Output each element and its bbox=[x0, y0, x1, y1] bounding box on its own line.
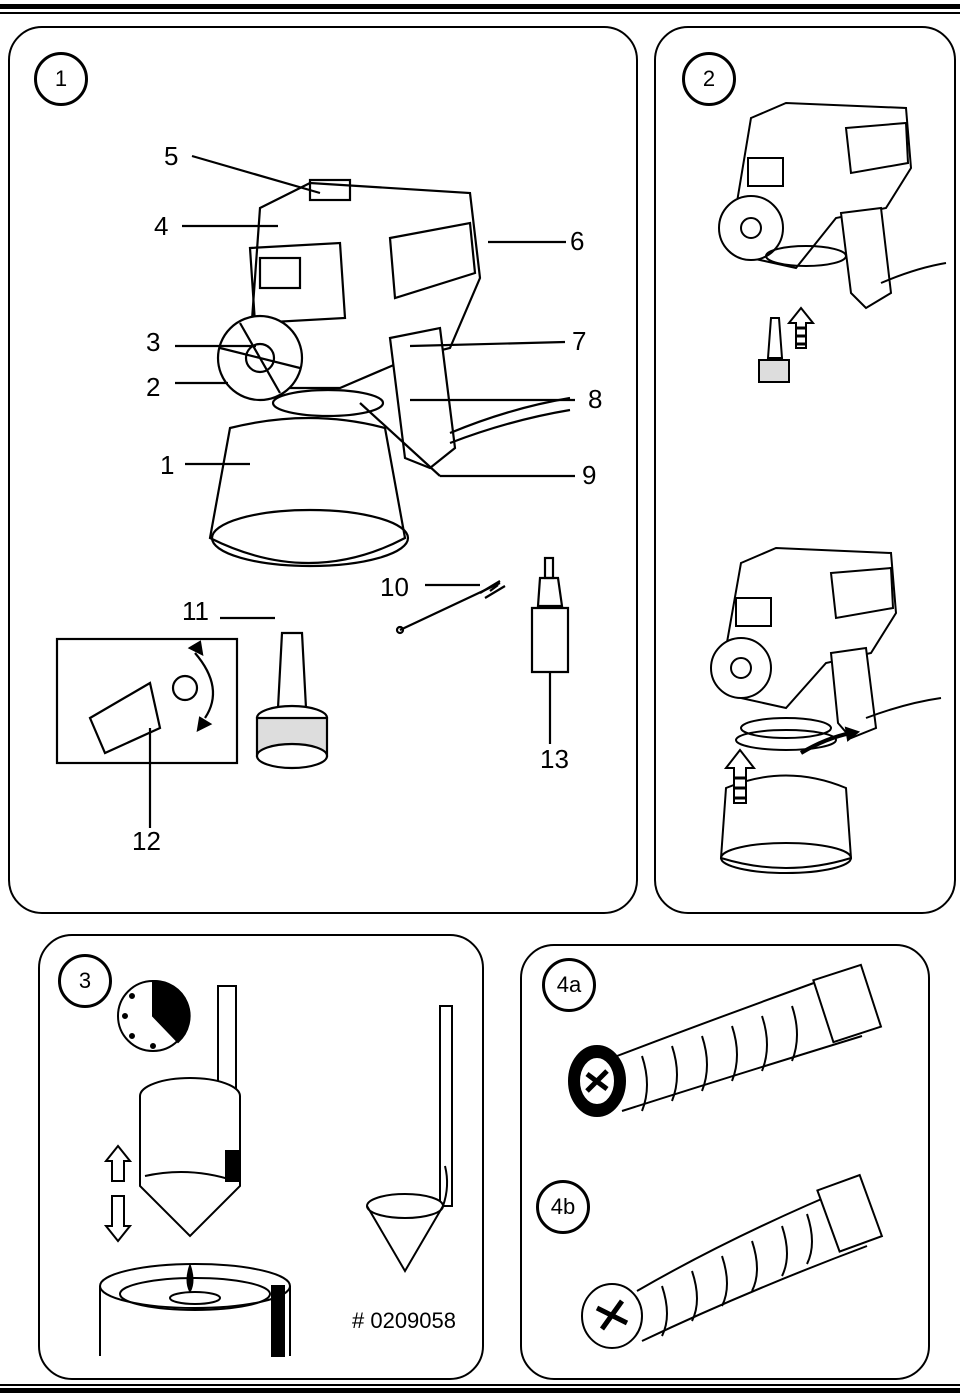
sprayer-parts-illustration bbox=[55, 154, 575, 828]
panel-4b-badge: 4b bbox=[536, 1180, 590, 1234]
viscosity-test-illustration bbox=[99, 979, 453, 1357]
callout-1: 1 bbox=[160, 450, 175, 480]
callout-2: 2 bbox=[146, 372, 161, 402]
part-number: # 0209058 bbox=[352, 1308, 456, 1333]
callout-11: 11 bbox=[182, 596, 209, 626]
filter-illustrations bbox=[568, 963, 884, 1349]
panel-3-viscosity-test: 3 # 0209058 bbox=[38, 934, 484, 1380]
bottom-rule-thin bbox=[0, 1384, 960, 1386]
top-rule-thin bbox=[0, 12, 960, 14]
panel-1-sprayer-parts: 1 5 4 6 3 7 2 8 1 9 10 11 13 12 bbox=[8, 26, 638, 914]
assembly-illustration bbox=[710, 101, 947, 874]
panel-1-badge: 1 bbox=[34, 52, 88, 106]
callout-9: 9 bbox=[582, 460, 597, 490]
panel-4-filters: 4a 4b bbox=[520, 944, 930, 1380]
callout-12: 12 bbox=[132, 826, 161, 856]
callout-8: 8 bbox=[588, 384, 603, 414]
bottom-rule-thick bbox=[0, 1388, 960, 1393]
panel-2-badge: 2 bbox=[682, 52, 736, 106]
callout-3: 3 bbox=[146, 327, 161, 357]
callout-7: 7 bbox=[572, 326, 587, 356]
panel-3-badge: 3 bbox=[58, 954, 112, 1008]
panel-2-assembly: 2 bbox=[654, 26, 956, 914]
callout-13: 13 bbox=[540, 744, 569, 774]
callout-6: 6 bbox=[570, 226, 585, 256]
top-rule-thick bbox=[0, 4, 960, 9]
callout-10: 10 bbox=[380, 572, 409, 602]
callout-5: 5 bbox=[164, 141, 179, 171]
panel-4a-badge: 4a bbox=[542, 958, 596, 1012]
callout-4: 4 bbox=[154, 211, 169, 241]
